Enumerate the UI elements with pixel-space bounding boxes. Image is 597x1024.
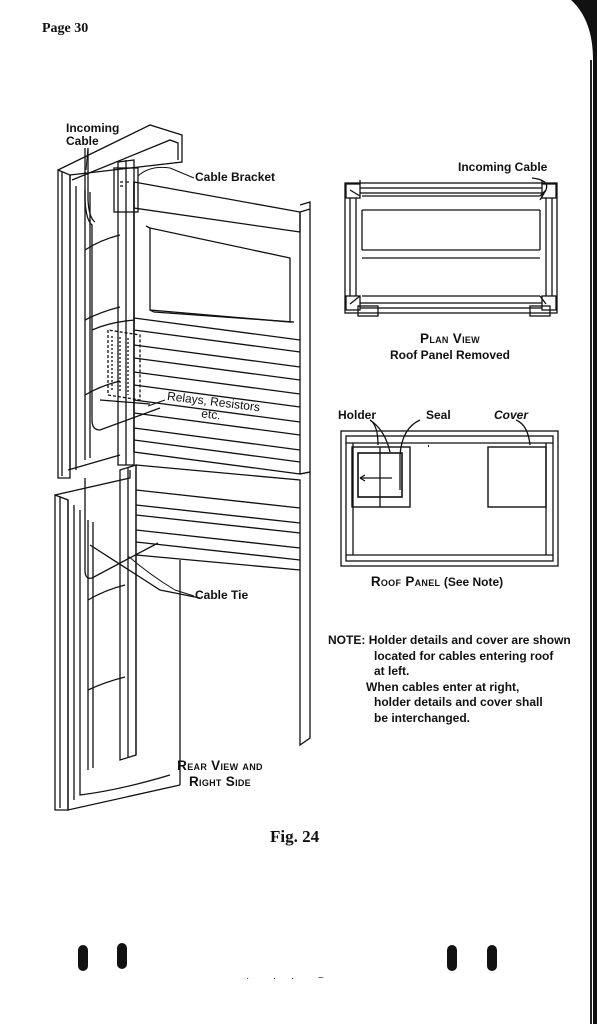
- page-edge-shadow: [557, 0, 597, 1024]
- note-heading: NOTE:: [328, 633, 366, 647]
- page-number: Page 30: [42, 21, 89, 36]
- label-incoming-cable-rear: Incoming Cable: [66, 121, 120, 148]
- caption-plan-view: Plan View Roof Panel Removed: [389, 331, 511, 362]
- roof-panel-diagram: [340, 419, 559, 567]
- note-line: at left.: [374, 664, 410, 678]
- rear-view-leaders: [85, 147, 195, 597]
- rear-view-lower-cabinet: [54, 464, 311, 811]
- caption-rear-view: Rear View and Right Side: [177, 758, 263, 789]
- plan-view-diagram: [344, 177, 558, 317]
- punch-hole: [447, 945, 457, 971]
- note-line: holder details and cover shall: [374, 695, 543, 709]
- figure-label: Fig. 24: [270, 827, 320, 846]
- note-line: be interchanged.: [374, 710, 471, 725]
- note-line: Holder details and cover are shown: [368, 633, 571, 647]
- note-line: When cables enter at right,: [366, 679, 520, 694]
- caption-roof-panel: Roof Panel (See Note): [370, 574, 504, 589]
- label-holder: Holder: [338, 408, 377, 422]
- label-cover: Cover: [494, 408, 529, 422]
- scan-specks: · · · ~: [246, 973, 330, 984]
- note-line: located for cables entering roof: [374, 648, 554, 663]
- punch-hole: [78, 945, 88, 971]
- label-cable-tie: Cable Tie: [195, 588, 249, 602]
- punch-hole: [117, 943, 127, 969]
- label-cable-bracket: Cable Bracket: [195, 170, 276, 184]
- label-incoming-cable-plan: Incoming Cable: [458, 160, 548, 174]
- punch-hole: [487, 945, 497, 971]
- label-seal: Seal: [426, 408, 451, 422]
- note-block: NOTE: Holder details and cover are shown…: [328, 633, 571, 726]
